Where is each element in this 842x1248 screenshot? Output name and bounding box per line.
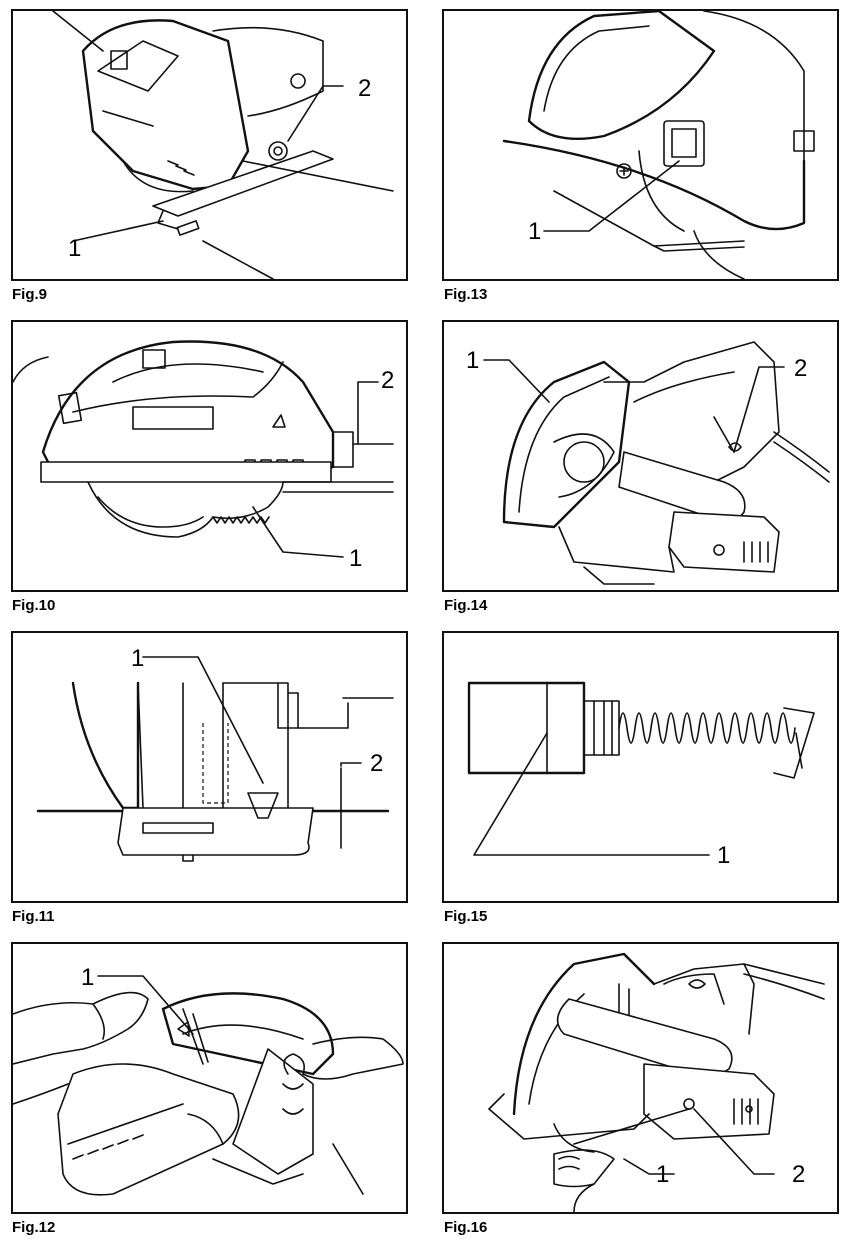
saw-guide-rule-illustration: 1 2: [52, 11, 394, 279]
figure-panel-fig10: 1 2: [11, 320, 408, 592]
saw-lock-button-illustration: 1: [502, 11, 815, 279]
fig9-callout-2: 2: [358, 75, 371, 102]
fig13-callout-1: 1: [528, 218, 541, 245]
figure-panel-fig16: 1 2: [442, 942, 839, 1214]
saw-cutting-line-illustration: 1 2: [36, 645, 394, 862]
fig15-caption: Fig.15: [444, 908, 488, 925]
saw-blade-guard-illustration: 1 2: [13, 340, 394, 572]
fig16-callout-2: 2: [792, 1161, 805, 1188]
saw-guard-removal-illustration: 1 2: [466, 341, 830, 585]
fig16-caption: Fig.16: [444, 1219, 488, 1236]
fig10-callout-1: 1: [349, 545, 362, 572]
figure-panel-fig15: 1: [442, 631, 839, 903]
fig10-callout-2: 2: [381, 367, 394, 394]
fig11-caption: Fig.11: [12, 908, 55, 925]
figure-panel-fig12: 1: [11, 942, 408, 1214]
fig15-callout-1: 1: [717, 842, 730, 869]
fig14-caption: Fig.14: [444, 597, 488, 614]
fig11-callout-1: 1: [131, 645, 144, 672]
fig14-callout-1: 1: [466, 347, 479, 374]
carbon-brush-illustration: 1: [467, 681, 815, 869]
figure-panel-fig14: 1 2: [442, 320, 839, 592]
brush-holder-screwdriver-illustration: 1 2: [488, 952, 825, 1212]
fig13-caption: Fig.13: [444, 286, 488, 303]
fig10-caption: Fig.10: [12, 597, 56, 614]
figure-panel-fig11: 1 2: [11, 631, 408, 903]
fig16-callout-1: 1: [656, 1161, 669, 1188]
fig11-callout-2: 2: [370, 750, 383, 777]
fig12-caption: Fig.12: [12, 1219, 56, 1236]
fig9-callout-1: 1: [68, 235, 81, 262]
fig9-caption: Fig.9: [12, 286, 48, 303]
spindle-lock-hands-illustration: 1: [13, 964, 404, 1196]
fig14-callout-2: 2: [794, 355, 807, 382]
figure-panel-fig13: 1: [442, 9, 839, 281]
figure-panel-fig9: 1 2: [11, 9, 408, 281]
fig12-callout-1: 1: [81, 964, 94, 991]
